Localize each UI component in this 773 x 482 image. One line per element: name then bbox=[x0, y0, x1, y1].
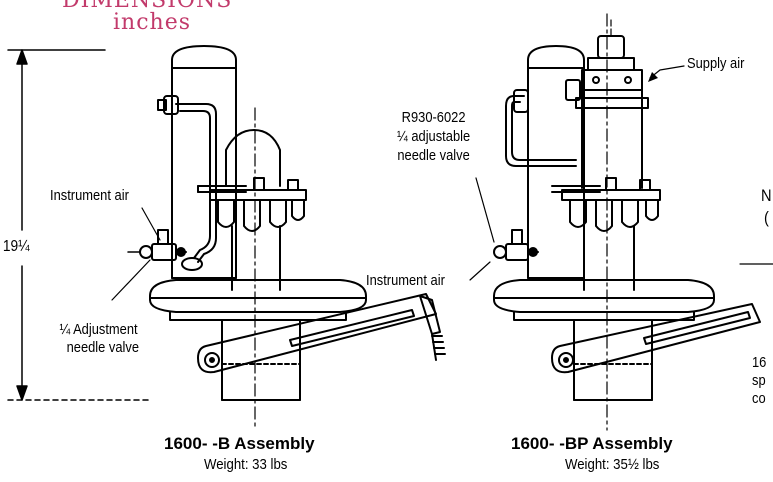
left-lever-arm bbox=[197, 293, 437, 374]
right-cylinder bbox=[527, 45, 585, 279]
cutoff-text-n: N bbox=[761, 186, 772, 205]
height-dimension-label: 19¼ bbox=[2, 238, 31, 256]
height-dimension-line bbox=[7, 49, 149, 401]
right-needle-valve-label: R930-6022 ¼ adjustable needle valve bbox=[397, 108, 470, 165]
right-adj-line1: ¼ adjustable bbox=[397, 128, 471, 145]
right-instrument-air-label: Instrument air bbox=[366, 272, 445, 289]
cutoff-text-paren: ( bbox=[764, 208, 769, 227]
left-diaphragm bbox=[149, 279, 367, 313]
left-assembly bbox=[127, 45, 446, 431]
right-top-fitting bbox=[597, 35, 625, 59]
left-body bbox=[225, 129, 281, 187]
right-diaphragm bbox=[493, 279, 715, 313]
right-assembly-title: 1600- -BP Assembly bbox=[511, 434, 673, 453]
left-assembly-weight: Weight: 33 lbs bbox=[204, 456, 288, 473]
left-adjustment-valve-label: ¼ Adjustment needle valve bbox=[58, 321, 139, 357]
header-title: DIMENSIONS bbox=[62, 0, 233, 13]
left-instrument-air-label: Instrument air bbox=[50, 187, 129, 204]
left-adj-line2: needle valve bbox=[66, 339, 140, 356]
right-adj-line2: needle valve bbox=[397, 147, 470, 164]
left-assembly-title: 1600- -B Assembly bbox=[164, 434, 315, 453]
cutoff-text-line1: 16 bbox=[752, 354, 767, 371]
right-lever-arm bbox=[551, 303, 761, 374]
right-tubing bbox=[505, 95, 577, 167]
cutoff-text-line3: co bbox=[752, 390, 766, 407]
right-assembly-weight: Weight: 35½ lbs bbox=[565, 456, 660, 473]
header-units: inches bbox=[113, 10, 192, 35]
cutoff-text-line2: sp bbox=[752, 372, 766, 389]
part-number-label: R930-6022 bbox=[401, 109, 466, 126]
left-cylinder bbox=[171, 45, 237, 279]
supply-air-label: Supply air bbox=[687, 55, 745, 72]
right-needle-valve bbox=[493, 229, 539, 261]
left-adj-line1: ¼ Adjustment bbox=[59, 321, 138, 338]
right-assembly bbox=[493, 13, 761, 431]
left-tubing bbox=[175, 103, 217, 263]
